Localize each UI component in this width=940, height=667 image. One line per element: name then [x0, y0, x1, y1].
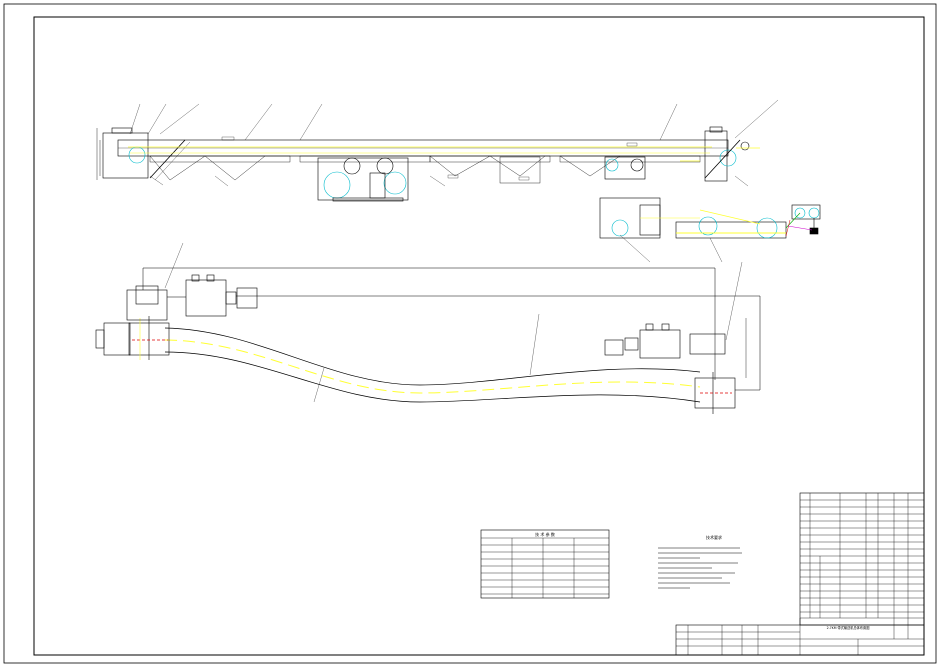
- title-block: [675, 618, 925, 656]
- technical-notes: [658, 547, 742, 589]
- outer-frame: [3, 3, 937, 664]
- parts-list: [799, 492, 925, 626]
- drawing-title: 2.7KM 带式输送机总体布置图: [827, 625, 870, 630]
- technical-notes-title: 技术要求: [706, 534, 722, 540]
- plan-view: [95, 242, 761, 414]
- spec-table: [480, 529, 610, 599]
- spec-table-title: 技 术 参 数: [535, 531, 555, 537]
- elevation-view: [96, 99, 821, 263]
- inner-frame: [33, 16, 925, 656]
